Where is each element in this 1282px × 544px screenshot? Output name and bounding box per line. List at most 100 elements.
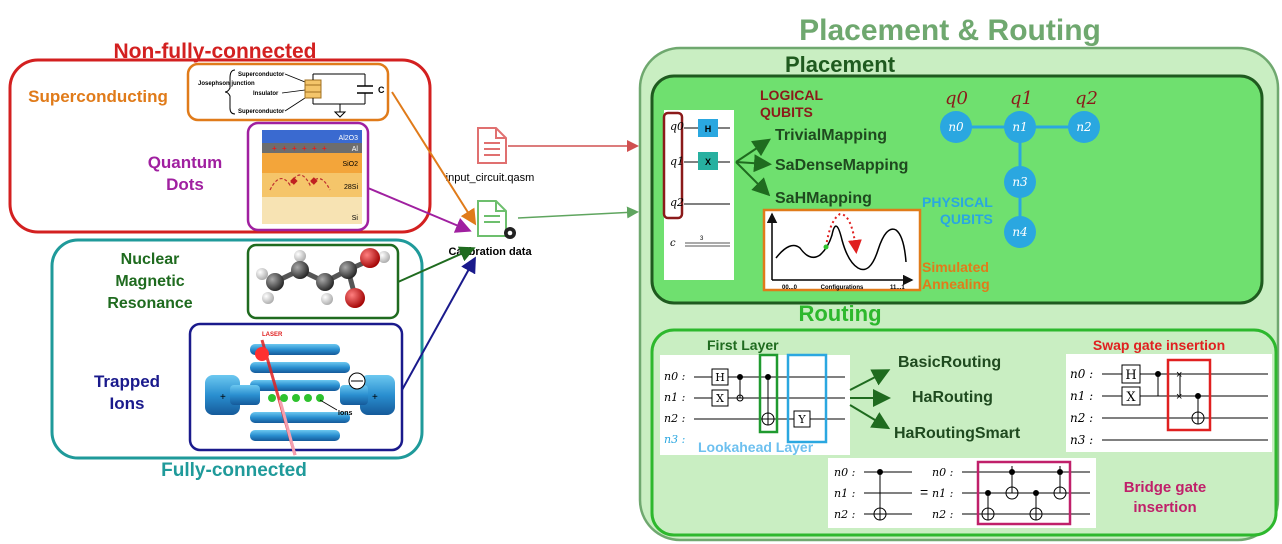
non-fully-connected-box bbox=[8, 58, 432, 234]
b-wire-n2: n2 : bbox=[834, 508, 855, 521]
bridge-highlight bbox=[976, 460, 1072, 526]
node-n4-label: n4 bbox=[1012, 225, 1027, 239]
node-n2-label: n2 bbox=[1076, 120, 1091, 134]
node-n0 bbox=[940, 111, 972, 143]
arrow-quantum-dots bbox=[367, 187, 472, 233]
r-gate-x: X bbox=[716, 392, 724, 405]
sa-axis-end: 11...1 bbox=[890, 285, 905, 291]
node-n4 bbox=[1004, 216, 1036, 248]
trapped-ions-label-1: Trapped bbox=[94, 372, 160, 391]
svg-text:⬥: ⬥ bbox=[290, 175, 298, 187]
swap-title: Swap gate insertion bbox=[1093, 337, 1225, 353]
sc-bottom-label: Superconductor bbox=[238, 109, 285, 115]
s-wire-n0: n0 : bbox=[1070, 367, 1093, 381]
josephson-label-text: Josephson junction bbox=[198, 81, 255, 87]
logical-q0: q0 bbox=[670, 120, 684, 133]
qd-layer-28si: 28Si bbox=[344, 184, 358, 191]
logical-circuit-bg bbox=[664, 110, 734, 280]
calibration-data-file[interactable] bbox=[477, 200, 516, 239]
svg-text:+: + bbox=[282, 144, 287, 153]
node-n1-label: n1 bbox=[1012, 120, 1027, 134]
ions-label: Ions bbox=[338, 410, 352, 417]
svg-text:+: + bbox=[272, 144, 277, 153]
routing-basic: BasicRouting bbox=[898, 354, 1001, 371]
b2-wire-n1: n1 : bbox=[932, 487, 953, 500]
placement-title: Placement bbox=[785, 52, 896, 77]
molecule-illustration bbox=[256, 248, 390, 308]
mapping-sah: SaHMapping bbox=[775, 190, 872, 207]
classical-register: c bbox=[670, 238, 676, 249]
arrow-trapped-ions bbox=[401, 256, 476, 391]
arrow-calibration-to-placement bbox=[517, 206, 639, 219]
quantum-dot-layers: + + + + + + ⬥ ⬥ Al2O3 Al SiO2 28Si Si bbox=[262, 130, 362, 224]
classical-width: 3 bbox=[700, 236, 704, 242]
nmr-label-3: Resonance bbox=[107, 295, 192, 312]
node-n0-label: n0 bbox=[948, 120, 964, 134]
r-gate-h: H bbox=[715, 371, 725, 384]
capacitor-label: C bbox=[378, 85, 385, 95]
s-wire-n2: n2 : bbox=[1070, 411, 1093, 425]
mapping-sadense: SaDenseMapping bbox=[775, 157, 908, 174]
svg-text:⬥: ⬥ bbox=[310, 175, 318, 187]
swap-highlight bbox=[1166, 358, 1212, 432]
svg-text:+: + bbox=[302, 144, 307, 153]
quantum-dots-label-1: Quantum bbox=[148, 153, 223, 172]
hadamard-gate-label: H bbox=[705, 124, 712, 134]
lookahead-layer-label: Lookahead Layer bbox=[698, 439, 814, 455]
sa-axis-start: 00...0 bbox=[782, 285, 798, 291]
svg-text:+: + bbox=[322, 144, 327, 153]
placement-routing-title: Placement & Routing bbox=[799, 14, 1101, 47]
logical-q2: q2 bbox=[670, 196, 684, 209]
bridge-equals: = bbox=[920, 484, 928, 500]
trapped-ions-label-2: Ions bbox=[110, 394, 145, 413]
logical-qubits-label-2: QUBITS bbox=[760, 104, 813, 120]
arrow-nmr bbox=[397, 246, 476, 283]
fully-connected-box bbox=[50, 238, 424, 460]
lookahead-layer-highlight bbox=[786, 353, 828, 444]
r-gate-y: Y bbox=[797, 413, 806, 426]
first-layer-highlight bbox=[758, 353, 779, 434]
qd-layer-sio2: SiO2 bbox=[342, 161, 358, 168]
physical-q2: q2 bbox=[1075, 88, 1098, 109]
nmr-label-1: Nuclear bbox=[121, 251, 180, 268]
node-n1 bbox=[1004, 111, 1036, 143]
josephson-junction-sketch: Josephson junction Superconductor Insula… bbox=[198, 69, 385, 118]
laser-label: LASER bbox=[262, 332, 283, 338]
s-gate-h: H bbox=[1125, 368, 1136, 383]
r-wire-n2: n2 : bbox=[664, 412, 685, 425]
routing-hasmart: HaRoutingSmart bbox=[894, 425, 1021, 442]
svg-text:+: + bbox=[292, 144, 297, 153]
sc-top-label: Superconductor bbox=[238, 72, 285, 78]
hadamard-gate bbox=[698, 119, 718, 137]
routing-ha: HaRouting bbox=[912, 389, 993, 406]
b-wire-n0: n0 : bbox=[834, 466, 855, 479]
physical-q0: q0 bbox=[945, 88, 968, 109]
x-gate-label: X bbox=[705, 157, 711, 167]
superconducting-label: Superconducting bbox=[28, 87, 168, 106]
b2-wire-n0: n0 : bbox=[932, 466, 953, 479]
node-n3 bbox=[1004, 166, 1036, 198]
bridge-title-1: Bridge gate bbox=[1124, 479, 1207, 496]
qd-layer-al2o3: Al2O3 bbox=[339, 135, 359, 142]
x-gate bbox=[698, 152, 718, 170]
svg-text:+: + bbox=[312, 144, 317, 153]
s-wire-n1: n1 : bbox=[1070, 389, 1093, 403]
routing-title: Routing bbox=[798, 301, 881, 326]
s-wire-n3: n3 : bbox=[1070, 433, 1093, 447]
b2-wire-n2: n2 : bbox=[932, 508, 953, 521]
logical-q1: q1 bbox=[670, 155, 684, 168]
nmr-label-2: Magnetic bbox=[115, 273, 184, 290]
qd-layer-al: Al bbox=[352, 146, 359, 153]
svg-text:+: + bbox=[372, 392, 378, 403]
simulated-annealing-label-2: Annealing bbox=[922, 276, 990, 292]
physical-qubits-label-1: PHYSICAL bbox=[922, 194, 993, 210]
sa-axis-label: Configurations bbox=[821, 285, 864, 291]
s-gate-x: X bbox=[1126, 390, 1136, 405]
svg-text:×: × bbox=[1176, 369, 1182, 381]
input-circuit-file[interactable] bbox=[477, 127, 507, 164]
physical-q1: q1 bbox=[1010, 88, 1033, 109]
input-circuit-filename: input_circuit.qasm bbox=[446, 172, 535, 184]
qd-layer-si: Si bbox=[352, 215, 359, 222]
logical-qubits-label-1: LOGICAL bbox=[760, 87, 823, 103]
